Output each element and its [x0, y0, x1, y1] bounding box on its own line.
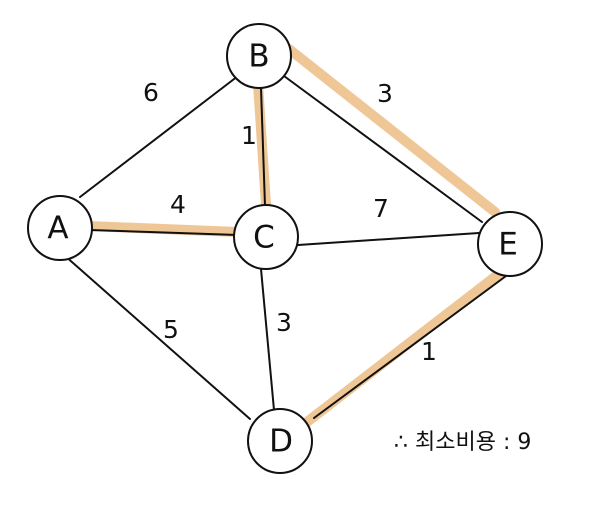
mst-highlight-a-c [83, 221, 243, 237]
edge-a-c [89, 229, 239, 236]
edge-c-e [297, 232, 480, 246]
node-b-label: B [248, 39, 269, 75]
node-e-label: E [498, 227, 518, 263]
node-a-circle [27, 195, 93, 261]
weight-a-c: 4 [170, 190, 186, 219]
edge-d-e [313, 275, 507, 419]
minimum-cost-note: ∴ 최소비용 : 9 [394, 430, 531, 455]
edge-a-b [79, 75, 239, 198]
edge-c-d [260, 268, 275, 411]
node-c-circle [233, 204, 299, 270]
node-c-label: C [253, 220, 275, 256]
node-b-circle [226, 23, 292, 89]
weight-layer: 6 4 5 1 3 7 3 1 [143, 78, 437, 366]
weight-a-b: 6 [143, 78, 159, 107]
weight-b-c: 1 [241, 121, 257, 150]
node-a-label: A [47, 211, 68, 247]
weight-b-e: 3 [377, 79, 393, 108]
edge-layer [63, 75, 507, 420]
edge-b-e [283, 75, 483, 223]
weight-c-d: 3 [276, 308, 292, 337]
node-d-label: D [269, 424, 293, 460]
mst-highlight-d-e [302, 268, 505, 427]
node-c: C [233, 204, 299, 270]
node-a: A [27, 195, 93, 261]
edge-a-d [63, 254, 251, 420]
node-e: E [477, 211, 543, 277]
node-d: D [247, 408, 313, 474]
edge-b-c [260, 87, 266, 207]
weight-d-e: 1 [421, 337, 437, 366]
weight-a-d: 5 [163, 315, 179, 344]
weight-c-e: 7 [373, 194, 389, 223]
node-e-circle [477, 211, 543, 277]
mst-highlight-b-e [284, 44, 500, 217]
node-d-circle [247, 408, 313, 474]
node-layer: A B C D E [27, 23, 543, 474]
node-b: B [226, 23, 292, 89]
